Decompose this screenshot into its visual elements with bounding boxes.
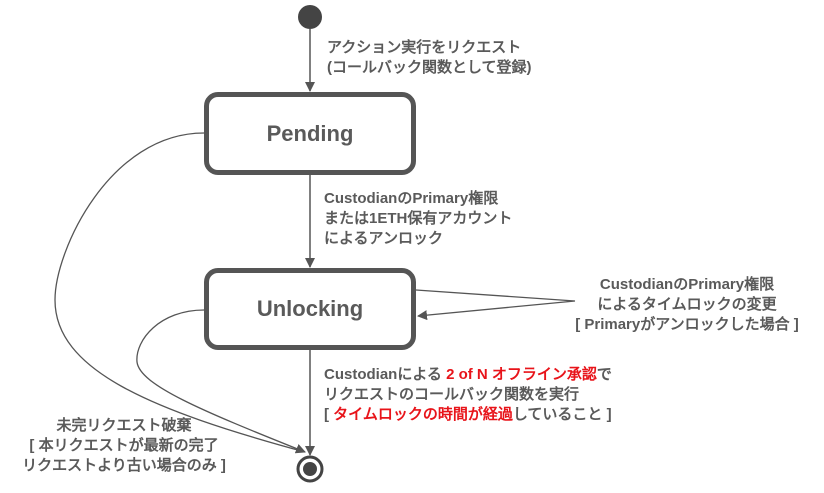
state-pending-label: Pending bbox=[266, 120, 354, 146]
state-pending: Pending bbox=[204, 92, 416, 175]
transition-discard-from-unlocking bbox=[136, 309, 306, 454]
transition-execute-label: Custodianによる 2 of N オフライン承認で リクエストのコールバッ… bbox=[324, 366, 612, 423]
transition-discard-from-pending bbox=[54, 132, 306, 453]
transition-timelock-change-arrow bbox=[415, 289, 576, 321]
transition-discard-label: 未完リクエスト破棄 [ 本リクエストが最新の完了 リクエストより古い場合のみ ] bbox=[22, 417, 226, 474]
final-state-inner-dot bbox=[303, 462, 317, 476]
highlight-offline-approval: 2 of N オフライン承認 bbox=[446, 366, 597, 383]
highlight-timelock-elapsed: タイムロックの時間が経過 bbox=[333, 406, 513, 423]
state-unlocking: Unlocking bbox=[204, 268, 416, 350]
transition-request-label: アクション実行をリクエスト (コールバック関数として登録) bbox=[327, 39, 532, 76]
state-unlocking-label: Unlocking bbox=[256, 296, 364, 321]
initial-state-node bbox=[298, 5, 322, 29]
transition-timelock-change-label: CustodianのPrimary権限 によるタイムロックの変更 [ Prima… bbox=[575, 276, 799, 333]
transition-unlock-label: CustodianのPrimary権限 または1ETH保有アカウント によるアン… bbox=[324, 190, 513, 247]
